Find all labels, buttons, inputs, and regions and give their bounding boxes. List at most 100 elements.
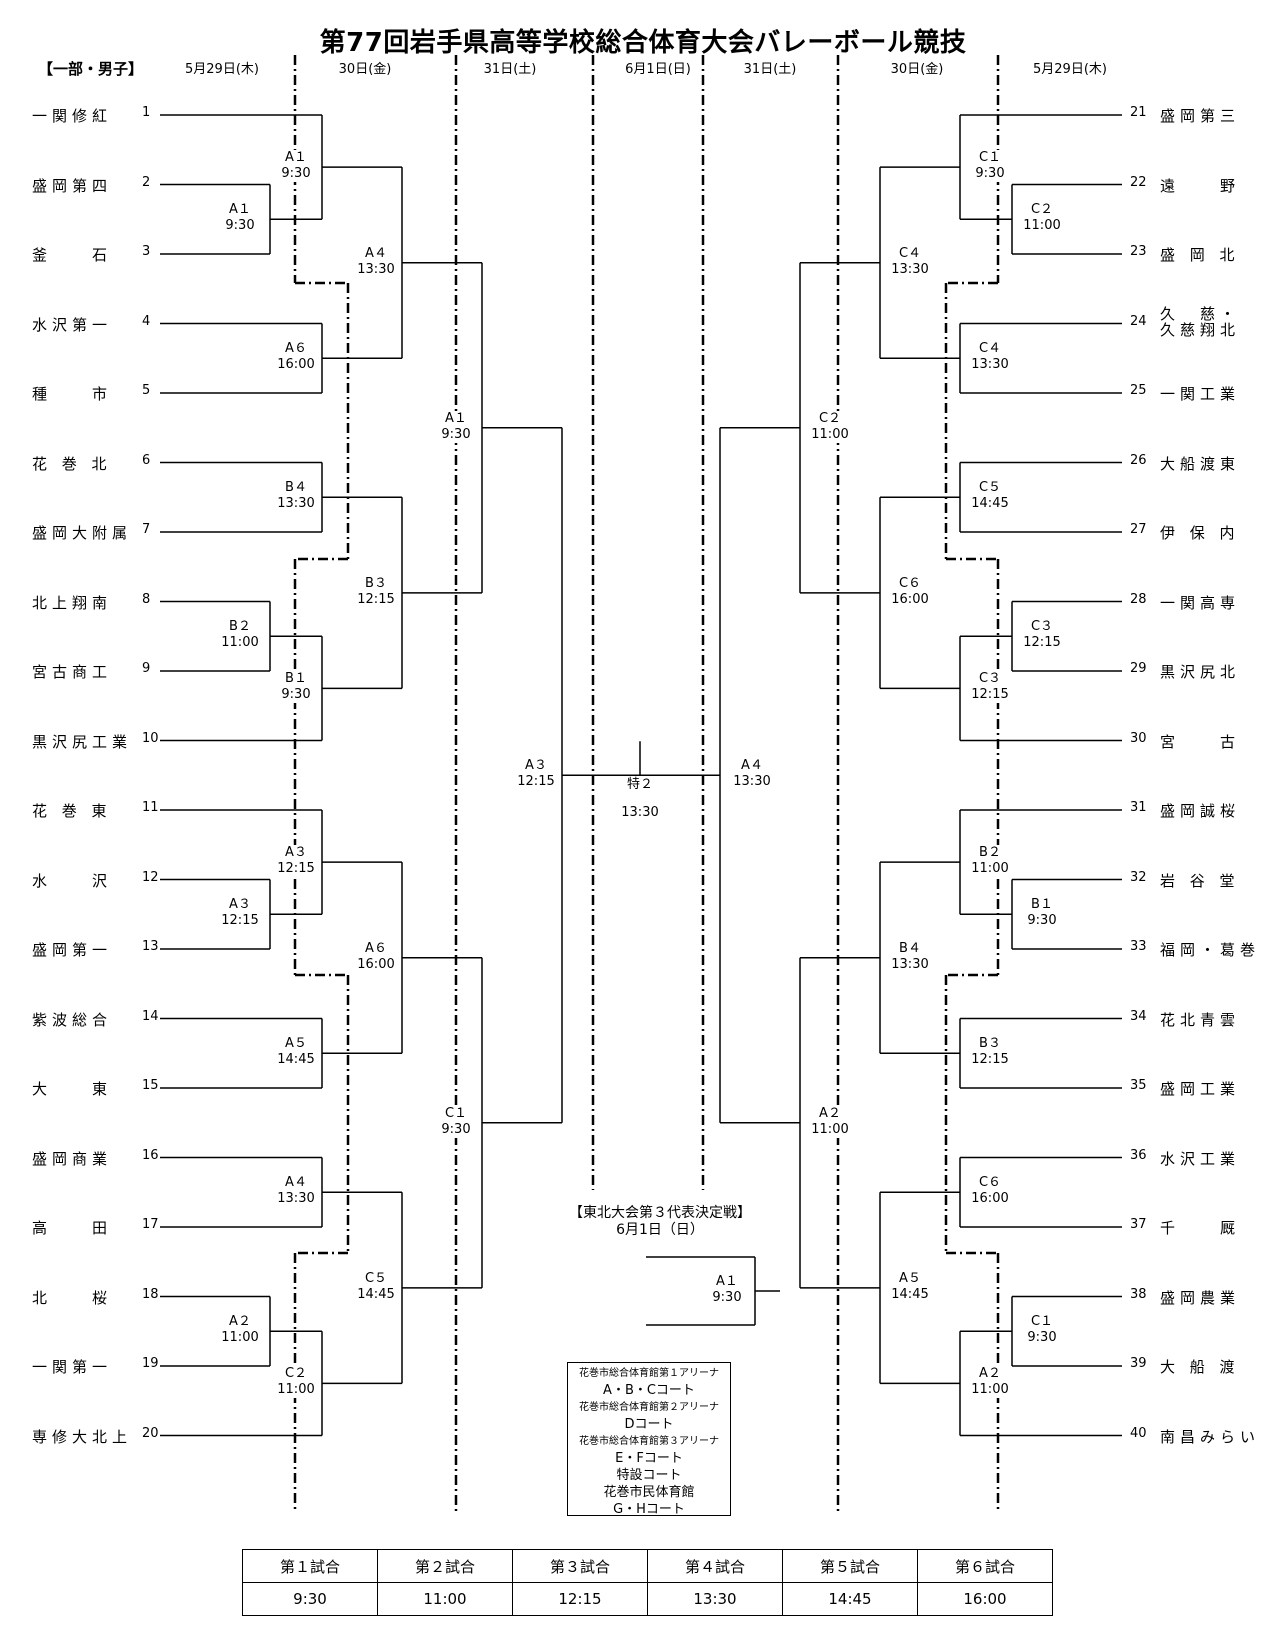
schedule-time-cell: 14:45 — [782, 1582, 918, 1616]
match-court: A５ — [285, 1036, 307, 1052]
match-time: 11:00 — [277, 1382, 315, 1398]
team-seed: 30 — [1130, 730, 1147, 746]
schedule-header-cell: 第１試合 — [242, 1549, 378, 1583]
match-time: 13:30 — [357, 261, 395, 277]
team-seed: 4 — [142, 313, 151, 329]
match-time: 9:30 — [441, 1121, 471, 1137]
team-name: 一関修紅 — [32, 107, 113, 125]
team-seed: 8 — [142, 591, 151, 607]
match-court: C１ — [1030, 1314, 1054, 1330]
team-name: 水沢第一 — [32, 315, 113, 334]
match-time: 11:00 — [221, 1330, 259, 1346]
match-court: A４ — [741, 758, 763, 774]
team-name: 水 沢 — [32, 871, 113, 890]
team-seed: 10 — [142, 730, 159, 746]
team-name: 盛 岡 北 — [1160, 246, 1240, 264]
team-seed: 38 — [1130, 1286, 1147, 1302]
match-court: A６ — [365, 940, 387, 956]
match-court: C５ — [364, 1270, 388, 1286]
day-label-thu-right: 5月29日(木) — [1033, 62, 1107, 77]
match-court: A２ — [819, 1105, 841, 1121]
match-time: 11:00 — [971, 1382, 1009, 1398]
schedule-header-cell: 第６試合 — [917, 1549, 1053, 1583]
match-time: 12:15 — [971, 687, 1009, 703]
match-time: 9:30 — [975, 166, 1005, 182]
match-time: 16:00 — [277, 357, 315, 373]
schedule-header-row: 第１試合第２試合第３試合第４試合第５試合第６試合 — [242, 1549, 1053, 1583]
team-seed: 18 — [142, 1286, 159, 1302]
team-name: 一関高専 — [1160, 593, 1241, 612]
schedule-header-cell: 第２試合 — [377, 1549, 513, 1583]
schedule-time-cell: 13:30 — [647, 1582, 783, 1616]
match-time: 16:00 — [971, 1191, 1009, 1207]
team-name: 宮 古 — [1160, 732, 1241, 751]
match-time: 14:45 — [891, 1286, 929, 1302]
third-place-date: 6月1日（日） — [616, 1222, 704, 1238]
team-name: 黒沢尻北 — [1160, 663, 1241, 681]
team-seed: 6 — [142, 452, 151, 468]
match-court: A４ — [285, 1175, 307, 1191]
team-seed: 34 — [1130, 1008, 1147, 1024]
match-court: B１ — [1031, 897, 1053, 913]
final-court: 特２ — [625, 777, 655, 794]
schedule-time-cell: 9:30 — [242, 1582, 378, 1616]
venue-line: E・Fコート — [615, 1451, 683, 1466]
match-time: 13:30 — [733, 774, 771, 790]
match-time: 13:30 — [891, 956, 929, 972]
team-name: 大船渡東 — [1160, 454, 1241, 473]
team-seed: 20 — [142, 1425, 159, 1441]
match-time: 14:45 — [357, 1286, 395, 1302]
team-seed: 1 — [142, 105, 151, 120]
third-place-title: 【東北大会第３代表決定戦】 — [569, 1205, 751, 1221]
team-seed: 14 — [142, 1008, 159, 1024]
venue-line: 花巻市総合体育館第３アリーナ — [579, 1436, 719, 1447]
match-time: 16:00 — [357, 956, 395, 972]
venue-line: Dコート — [624, 1417, 674, 1432]
match-time: 11:00 — [811, 426, 849, 442]
match-court: A１ — [285, 150, 307, 166]
match-court: C３ — [1030, 619, 1054, 635]
team-name: 伊 保 内 — [1160, 524, 1240, 542]
team-name: 大 東 — [32, 1080, 113, 1098]
team-seed: 24 — [1130, 313, 1147, 329]
final-time: 13:30 — [620, 805, 660, 822]
schedule-header-cell: 第５試合 — [782, 1549, 918, 1583]
venue-line: 特設コート — [616, 1468, 682, 1483]
match-court: A２ — [979, 1366, 1001, 1382]
team-seed: 12 — [142, 869, 159, 885]
team-name: 盛岡商業 — [32, 1149, 113, 1168]
match-court: C２ — [1030, 202, 1054, 218]
team-seed: 7 — [142, 522, 151, 537]
match-time: 9:30 — [225, 218, 255, 234]
match-time: 12:15 — [357, 591, 395, 607]
day-label-final-day: 6月1日(日) — [625, 62, 691, 77]
team-seed: 36 — [1130, 1147, 1147, 1163]
team-seed: 35 — [1130, 1078, 1147, 1093]
team-seed: 27 — [1130, 522, 1147, 537]
match-court: C５ — [978, 480, 1002, 496]
team-name: 南昌みらい — [1160, 1427, 1261, 1446]
match-court: B１ — [285, 671, 307, 687]
team-name: 紫波総合 — [32, 1010, 113, 1029]
team-name: 花北青雲 — [1160, 1010, 1241, 1029]
match-court: A１ — [716, 1274, 738, 1289]
venue-line: 花巻市総合体育館第１アリーナ — [579, 1368, 719, 1379]
match-time: 12:15 — [1023, 635, 1061, 651]
team-seed: 33 — [1130, 939, 1147, 954]
match-time: 11:00 — [811, 1121, 849, 1137]
team-name: 盛岡工業 — [1160, 1080, 1241, 1098]
match-time: 12:15 — [517, 774, 555, 790]
